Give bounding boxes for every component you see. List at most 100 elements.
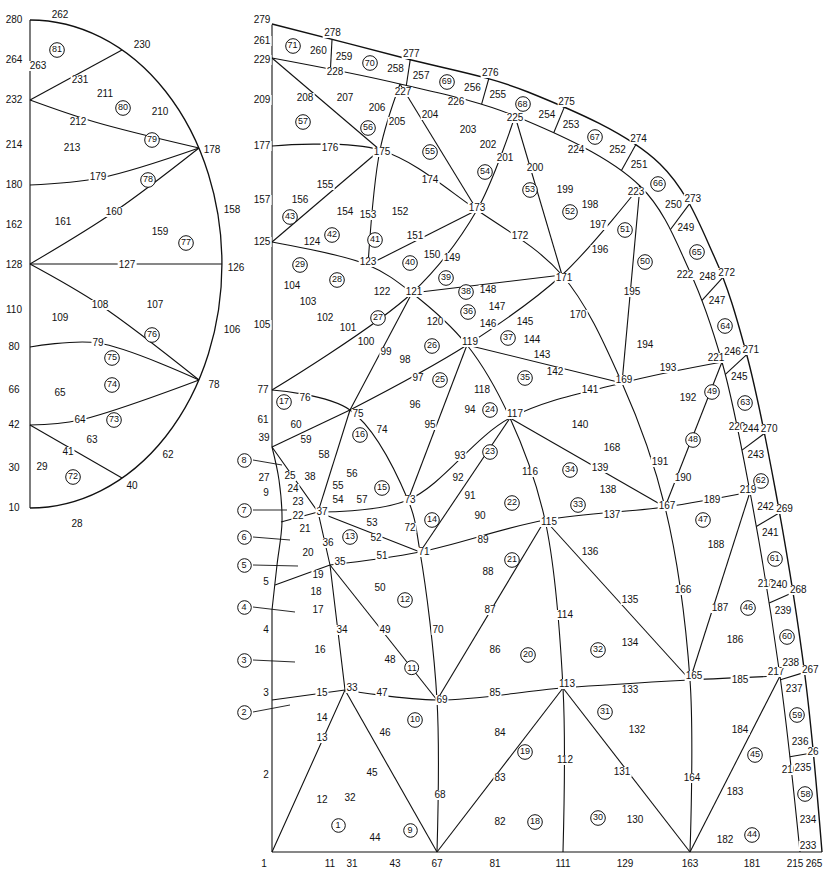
- circle-shape: [141, 173, 156, 188]
- node-number: 148: [479, 285, 498, 295]
- element-number: 72: [68, 472, 78, 481]
- node-number: 194: [636, 340, 655, 350]
- node-number-text: 237: [785, 684, 804, 694]
- node-number: 269: [775, 504, 794, 514]
- node-number-text: 114: [556, 610, 574, 620]
- element-number-circle: 13: [342, 529, 358, 545]
- node-number-text: 34: [335, 625, 348, 635]
- node-number-text: 210: [151, 107, 170, 117]
- leader-line: [253, 660, 295, 662]
- element-number-circle: 24: [482, 402, 498, 418]
- node-number: 192: [679, 393, 698, 403]
- node-number-text: 277: [402, 49, 421, 59]
- node-number-text: 196: [591, 245, 610, 255]
- node-number-text: 250: [664, 200, 683, 210]
- node-number: 48: [383, 655, 396, 665]
- element-number-circle: 50: [637, 254, 653, 270]
- node-number-text: 229: [253, 55, 272, 65]
- element-number: 37: [503, 333, 513, 342]
- node-number: 110: [5, 305, 23, 315]
- node-number-text: 117: [506, 409, 524, 419]
- node-number-text: 161: [54, 217, 73, 227]
- node-number: 81: [488, 859, 501, 869]
- element-number-circle: 69: [439, 74, 455, 90]
- node-number-text: 50: [373, 583, 386, 593]
- node-number-text: 209: [253, 95, 272, 105]
- strip-divider: [756, 513, 779, 527]
- mesh-line: [563, 688, 690, 852]
- element-number-circle: 76: [144, 327, 160, 343]
- element-number-circle: 74: [104, 377, 120, 393]
- node-number: 230: [133, 40, 152, 50]
- strip-divider: [406, 60, 410, 86]
- circle-shape: [116, 101, 131, 116]
- circle-shape: [105, 378, 120, 393]
- node-number-text: 233: [799, 841, 818, 851]
- mesh-line: [272, 242, 564, 852]
- node-number-text: 115: [540, 517, 558, 527]
- node-number: 101: [339, 323, 358, 333]
- node-number: 209: [253, 95, 272, 105]
- node-number: 151: [406, 231, 425, 241]
- node-number: 49: [378, 625, 391, 635]
- node-number: 167: [658, 501, 677, 511]
- node-number: 84: [493, 728, 506, 738]
- node-number: 240: [770, 580, 789, 590]
- node-number: 142: [546, 367, 565, 377]
- node-number: 237: [785, 684, 804, 694]
- node-number-text: 113: [558, 679, 576, 689]
- node-number-text: 104: [283, 281, 302, 291]
- node-number: 36: [321, 538, 334, 548]
- node-number: 67: [430, 859, 443, 869]
- mesh-line: [690, 676, 780, 852]
- node-number-text: 252: [608, 145, 627, 155]
- circle-shape: [598, 705, 613, 720]
- element-number-circle: 47: [695, 512, 711, 528]
- node-number: 108: [91, 300, 110, 310]
- node-number: 228: [326, 67, 345, 77]
- node-number-text: 159: [151, 227, 170, 237]
- circle-shape: [745, 828, 760, 843]
- node-number-text: 61: [256, 415, 269, 425]
- element-number: 33: [573, 500, 583, 509]
- node-number: 50: [373, 583, 386, 593]
- circle-shape: [425, 339, 440, 354]
- node-number-text: 197: [589, 220, 608, 230]
- node-number: 47: [375, 688, 388, 698]
- node-number-text: 101: [339, 323, 358, 333]
- node-number: 4: [262, 625, 270, 635]
- circle-shape: [767, 551, 782, 566]
- node-number: 258: [386, 64, 405, 74]
- node-number-text: 107: [146, 300, 165, 310]
- circle-shape: [696, 513, 711, 528]
- mesh-line: [30, 148, 199, 185]
- circle-shape: [521, 648, 536, 663]
- mesh-line: [437, 688, 563, 852]
- node-number: 164: [683, 773, 702, 783]
- node-number-text: 258: [386, 64, 405, 74]
- node-number-text: 270: [760, 424, 779, 434]
- node-number: 46: [378, 728, 391, 738]
- node-number: 146: [479, 319, 498, 329]
- node-number-text: 260: [309, 46, 328, 56]
- node-number: 102: [316, 313, 335, 323]
- node-number-text: 99: [379, 347, 392, 357]
- node-number: 105: [253, 320, 272, 330]
- node-number: 95: [423, 420, 436, 430]
- mesh-line: [368, 210, 477, 265]
- node-number-text: 30: [7, 463, 20, 473]
- node-number: 251: [630, 160, 649, 170]
- circle-shape: [528, 815, 543, 830]
- element-number: 65: [692, 248, 702, 257]
- node-number: 56: [345, 469, 358, 479]
- node-number-text: 169: [615, 375, 634, 385]
- mesh-line: [622, 186, 640, 383]
- element-number: 64: [720, 322, 730, 331]
- element-number: 28: [332, 275, 342, 284]
- node-number: 149: [443, 253, 462, 263]
- element-number-circle: 26: [424, 338, 440, 354]
- element-number-circle: 19: [517, 744, 533, 760]
- element-number-circle: 1: [331, 818, 346, 833]
- node-number: 97: [411, 373, 424, 383]
- element-number: 34: [565, 465, 575, 474]
